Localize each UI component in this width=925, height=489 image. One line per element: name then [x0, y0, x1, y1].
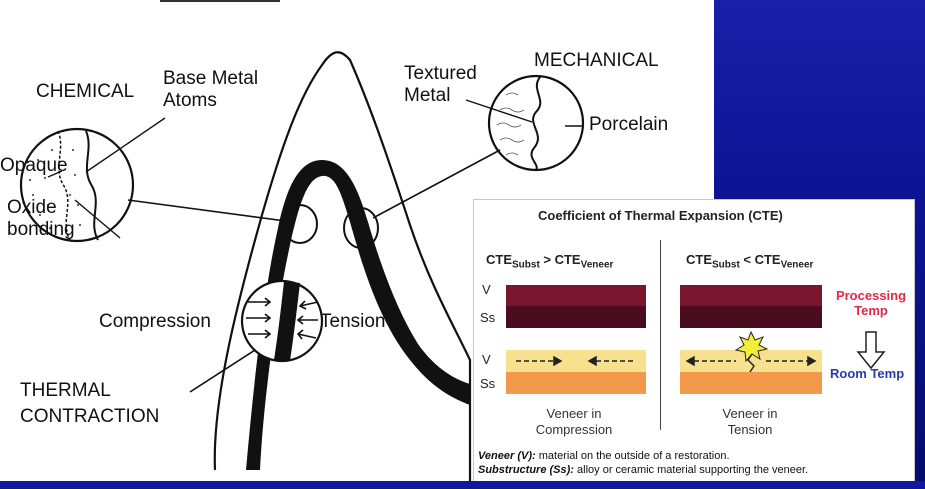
label-opaque: Opaque	[0, 155, 68, 176]
veneer-hot-right	[680, 285, 822, 306]
metal-interface	[85, 130, 99, 241]
leader-chemical-bond	[127, 199, 294, 223]
label-ss-hot-left: Ss	[480, 310, 496, 325]
label-thermal-contraction: THERMAL CONTRACTION	[20, 380, 160, 427]
compression-arrows-small	[516, 355, 634, 367]
label-porcelain: Porcelain	[589, 114, 669, 135]
label-textured-metal: Textured Metal	[404, 63, 477, 106]
tension-arrows-small	[685, 330, 817, 373]
metal-coping-band	[246, 160, 470, 470]
leader-textured	[465, 99, 533, 123]
cte-panel-title: Coefficient of Thermal Expansion (CTE)	[538, 208, 783, 223]
cte-panel: Coefficient of Thermal Expansion (CTE) C…	[473, 199, 915, 483]
label-oxide-bonding: Oxide bonding	[7, 197, 75, 240]
definition-substructure: Substructure (Ss): alloy or ceramic mate…	[478, 464, 809, 476]
veneer-hot-left	[506, 285, 646, 306]
definition-veneer: Veneer (V): material on the outside of a…	[478, 450, 730, 462]
chemical-circle	[19, 127, 135, 243]
label-ss-cool-left: Ss	[480, 376, 496, 391]
tooth-outline	[213, 51, 472, 489]
substrate-hot-right	[680, 306, 822, 328]
leader-thermal	[189, 349, 256, 393]
label-compression: Compression	[99, 311, 211, 332]
bond-site-left	[282, 204, 318, 244]
substrate-cool-left	[506, 372, 646, 394]
label-tension: Tension	[320, 311, 386, 332]
metal-texture	[496, 92, 525, 156]
label-base-metal-atoms: Base Metal Atoms	[163, 68, 259, 111]
bottom-blue-band	[0, 481, 925, 489]
right-heading: CTESubst < CTEVeneer	[686, 252, 814, 271]
leader-oxide	[74, 199, 121, 239]
textured-interface	[530, 76, 542, 171]
right-caption: Veneer in Tension	[722, 406, 778, 437]
label-v-cool-left: V	[482, 352, 491, 367]
crack-line	[747, 353, 755, 373]
stress-band	[274, 281, 300, 361]
label-mechanical: MECHANICAL	[534, 50, 659, 71]
chemical-interface	[57, 130, 71, 241]
substrate-cool-right	[680, 372, 822, 394]
opaque-stipple	[29, 141, 81, 229]
processing-temp-label: Processing Temp	[835, 288, 907, 318]
label-v-hot-left: V	[482, 282, 491, 297]
room-temp-label: Room Temp	[830, 366, 905, 381]
veneer-cool-right	[680, 350, 822, 372]
leader-mechanical	[372, 149, 501, 219]
top-edge-line	[160, 0, 280, 2]
bond-site-right	[343, 207, 379, 249]
substrate-hot-left	[506, 306, 646, 328]
leader-base-metal	[85, 117, 166, 173]
compression-arrows	[246, 297, 319, 340]
crack-burst-icon	[734, 330, 769, 363]
left-caption: Veneer in Compression	[535, 406, 613, 437]
veneer-cool-left	[506, 350, 646, 372]
label-chemical: CHEMICAL	[36, 81, 135, 102]
left-heading: CTESubst > CTEVeneer	[486, 252, 614, 271]
leader-opaque	[47, 170, 63, 178]
panel-divider	[660, 240, 661, 430]
cooling-arrow-icon	[856, 331, 886, 370]
